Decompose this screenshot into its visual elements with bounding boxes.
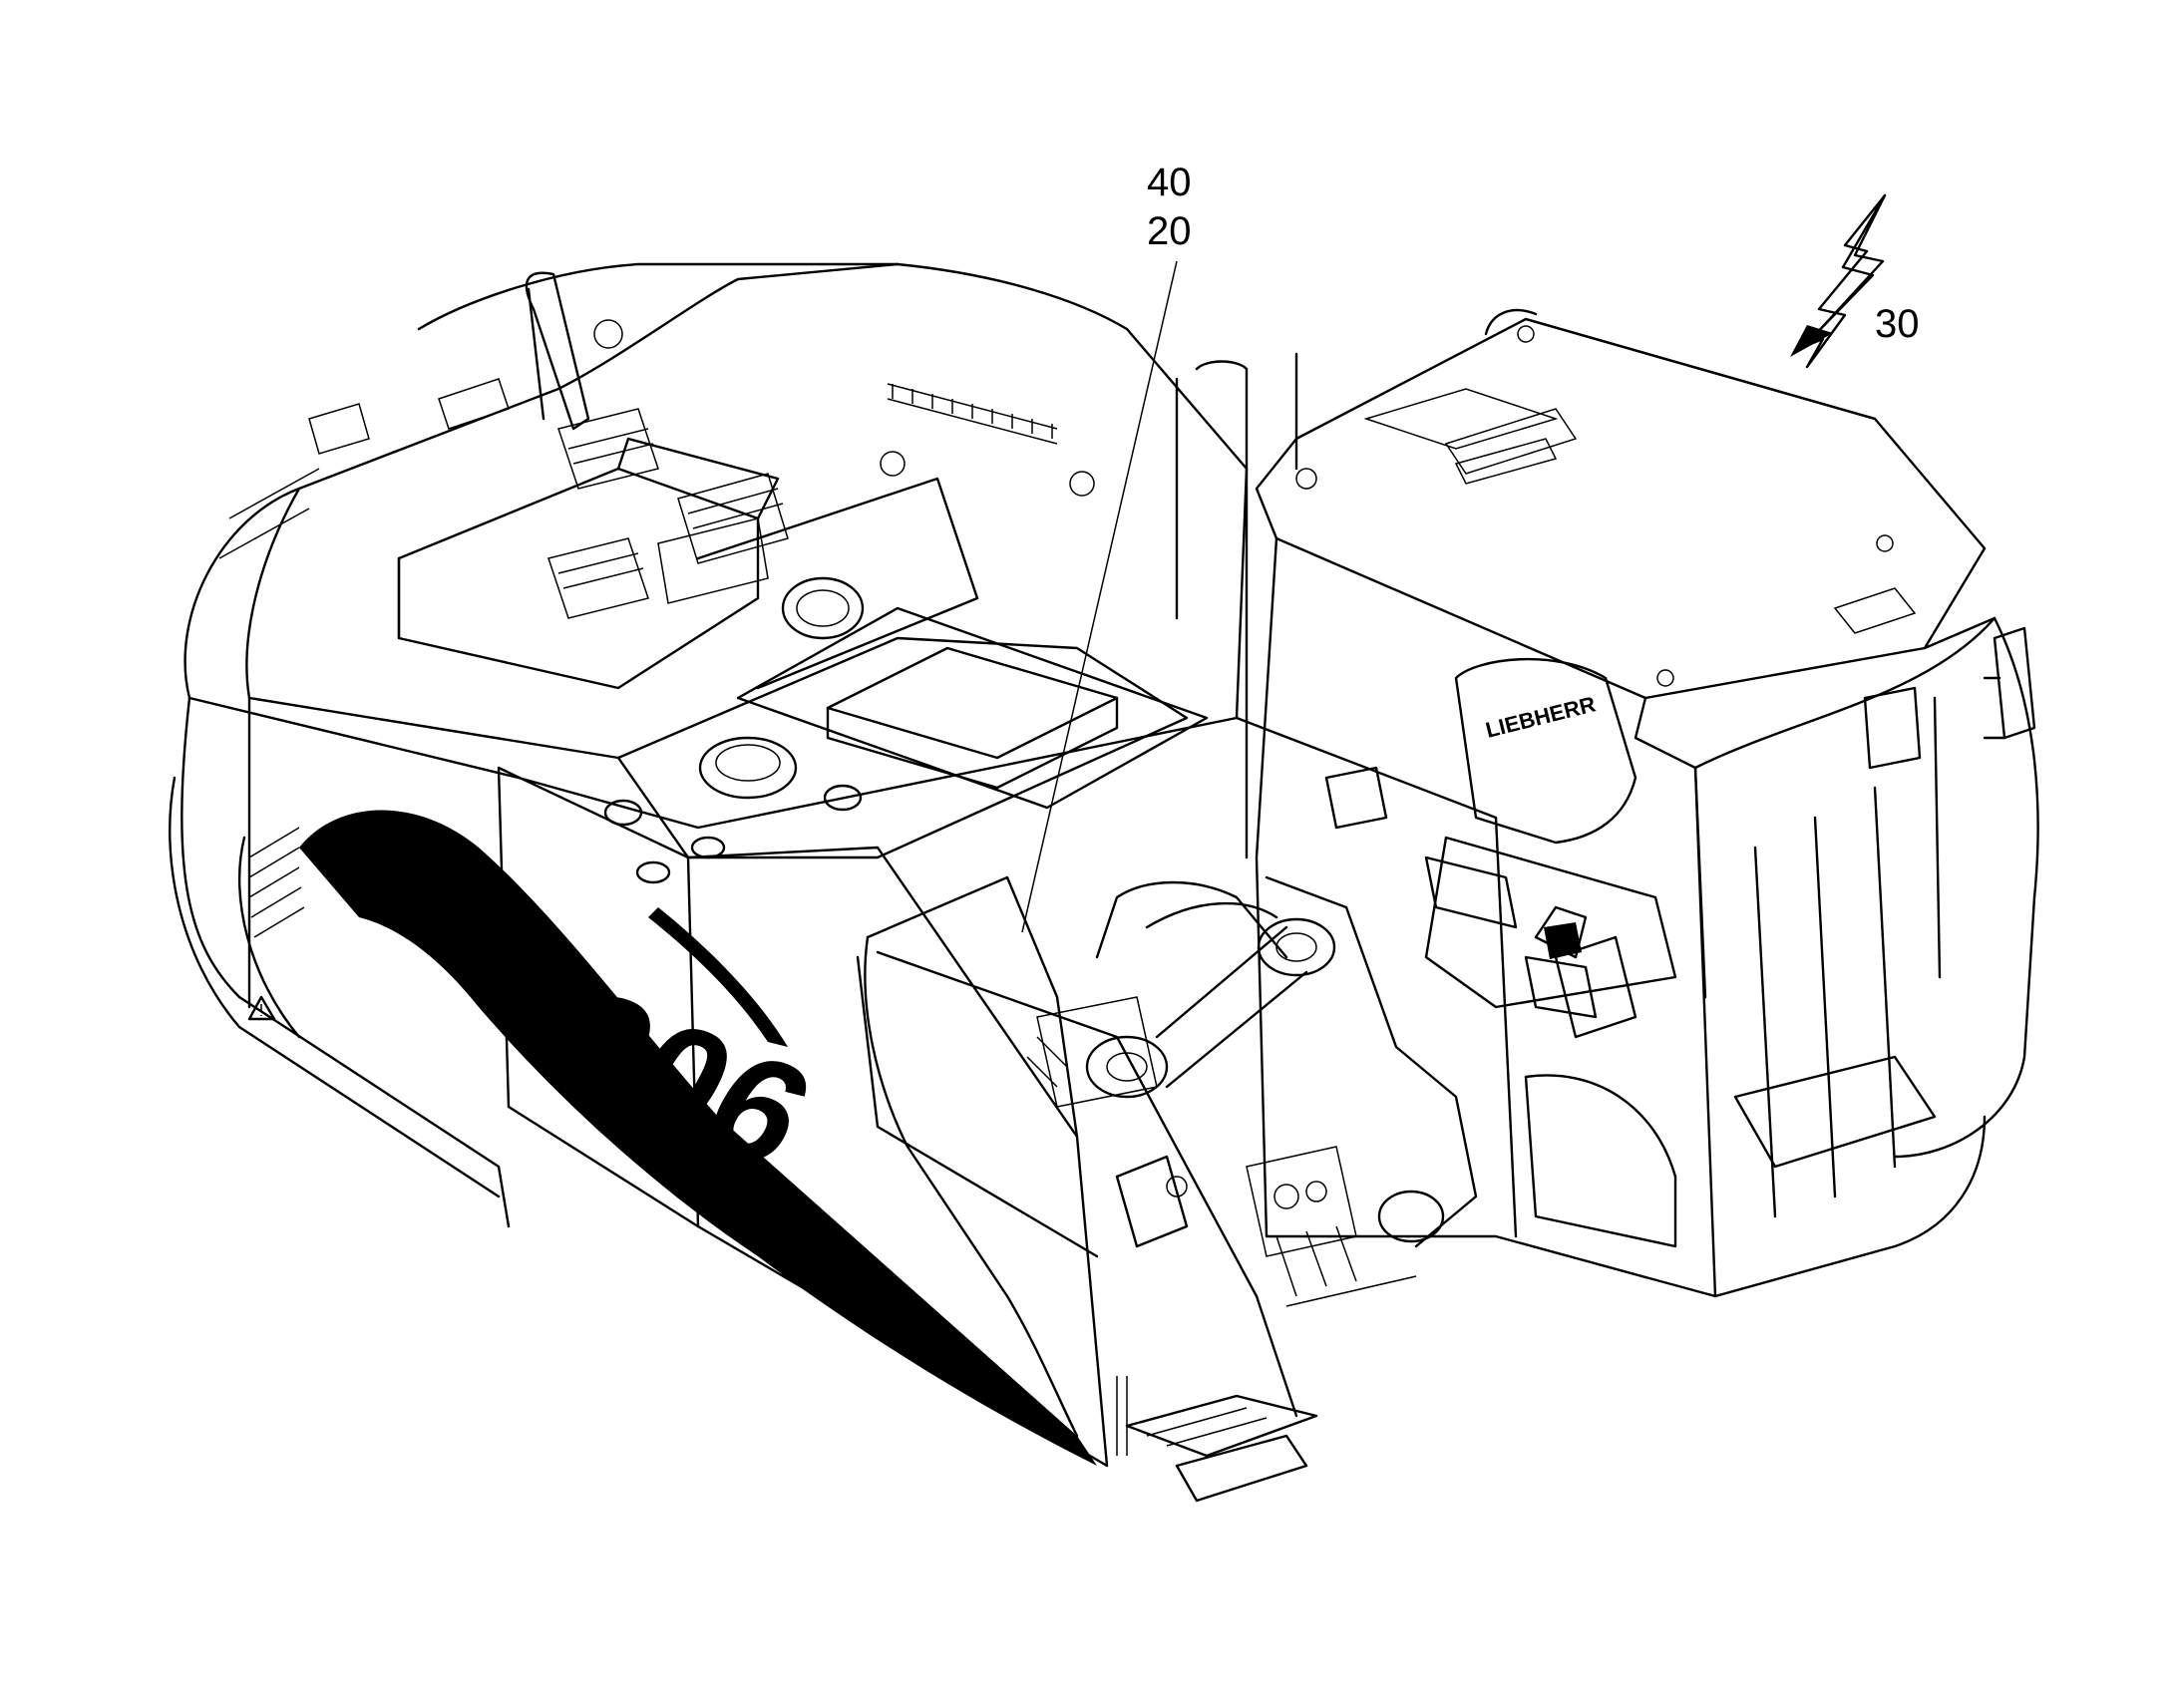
arrow-label-30: 30	[1875, 302, 1920, 346]
lightning-arrow-icon	[1790, 193, 1887, 369]
callout-label-20: 20	[1147, 209, 1192, 253]
callout-label-40: 40	[1147, 161, 1192, 204]
front-steps	[1115, 1155, 1318, 1503]
boom-mount	[856, 875, 1478, 1258]
control-lever	[1524, 905, 1598, 1019]
callout-labels: 40 20 30	[1021, 161, 1920, 933]
side-mirror	[1983, 626, 2036, 740]
fuel-tank-area	[603, 636, 1189, 884]
engine-roof-intake	[397, 408, 789, 690]
handrails	[864, 360, 1298, 1438]
exhaust-stack	[525, 271, 623, 431]
valve-block	[1246, 1146, 1417, 1307]
callout-leader-line	[1021, 260, 1178, 933]
operator-cab	[1235, 308, 2039, 1298]
operator-seat: LIEBHERR	[1324, 657, 1677, 1039]
engine-housing	[169, 262, 1249, 1228]
top-vent-slots	[880, 383, 1095, 497]
warning-triangle-icon	[247, 995, 276, 1021]
seat-brand-label: LIEBHERR	[1483, 691, 1598, 742]
center-deck	[696, 477, 1209, 810]
window-wiper	[1863, 686, 1942, 979]
